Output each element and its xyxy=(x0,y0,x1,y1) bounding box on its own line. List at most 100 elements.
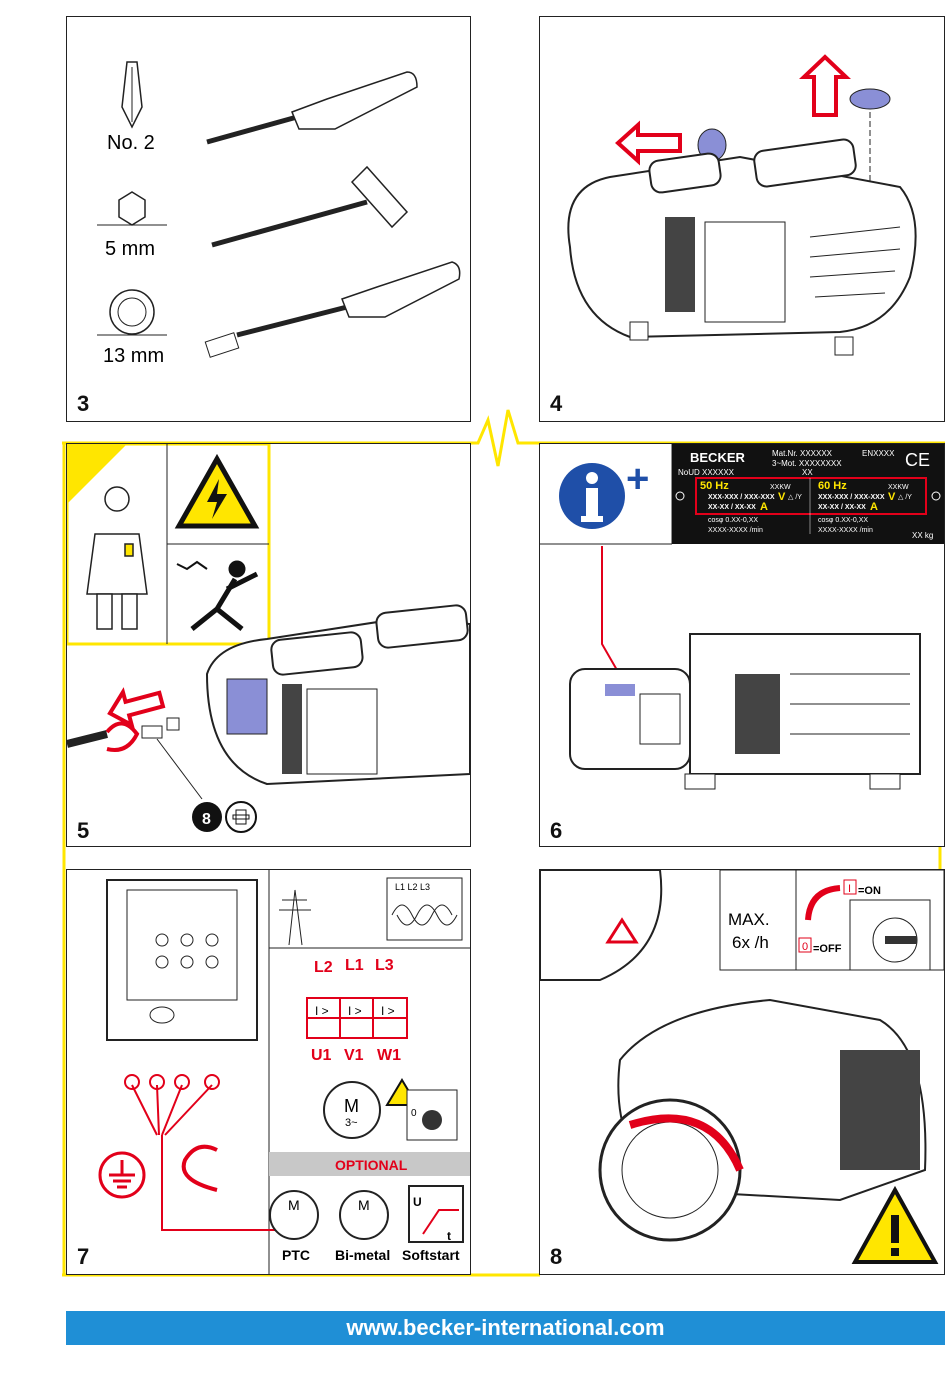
hex-size-icon xyxy=(192,802,222,832)
option-label: Softstart xyxy=(402,1247,460,1263)
warning-switch-icon: 0 xyxy=(385,1078,458,1141)
panel-number: 4 xyxy=(550,391,563,416)
panel-4-caps: 4 xyxy=(539,16,945,422)
softstart-u: U xyxy=(413,1195,422,1209)
bimetal-icon xyxy=(339,1190,389,1240)
kw50: XXKW xyxy=(770,484,791,491)
ptc-icon xyxy=(269,1190,319,1240)
warning-icon xyxy=(851,1185,939,1264)
wiring-illustration: L1 L2 L3 L2 L1 L3 I >I >I > U1 V1 W1 M 3… xyxy=(98,870,470,1274)
max-line1: MAX. xyxy=(728,910,770,929)
switch-arrow-icon xyxy=(805,885,841,921)
phase-label: L3 xyxy=(375,957,394,974)
info-plus-icon: + xyxy=(559,457,649,529)
ground-icon xyxy=(98,1151,146,1199)
mat-nr: Mat.Nr. XXXXXX xyxy=(772,449,833,458)
svg-text:I >: I > xyxy=(381,1004,395,1018)
xx-label: XX xyxy=(802,468,813,477)
high-voltage-warning-icon xyxy=(174,453,260,529)
hex-size-label: 8 xyxy=(202,811,211,828)
hz60: 60 Hz xyxy=(818,480,847,492)
brand-label: BECKER xyxy=(690,450,746,465)
kw60: XXKW xyxy=(888,484,909,491)
ce-mark: CE xyxy=(905,450,930,470)
rpm60: XXXX-XXXX /min xyxy=(818,527,873,534)
electrician-figure-icon xyxy=(86,486,148,630)
mains-label: L1 L2 L3 xyxy=(395,882,430,892)
motor-sub: 3~ xyxy=(345,1117,358,1129)
panel-6-nameplate: + BECKER Mat.Nr. XXXXXX ENXXXX CE 3~Mot.… xyxy=(539,443,945,847)
on-symbol: I xyxy=(848,883,851,895)
option-label: PTC xyxy=(282,1247,310,1263)
nut-driver xyxy=(204,261,461,358)
rotation-direction-arrow-icon xyxy=(628,1114,744,1172)
terminal-label: V1 xyxy=(344,1047,364,1064)
on-label: =ON xyxy=(858,885,881,897)
svg-text:I >: I > xyxy=(315,1004,329,1018)
safety-illustration: 8 xyxy=(65,442,471,833)
panel-3-tools: No. 2 5 mm 13 mm 3 xyxy=(66,16,471,422)
phillips-icon xyxy=(225,801,257,833)
softstart-t: t xyxy=(447,1229,451,1243)
rotate-tighten-icon xyxy=(181,1144,218,1192)
volt60: XXX-XXX / XXX-XXX xyxy=(818,494,885,501)
socket-icon xyxy=(97,289,167,336)
option-label: Bi-metal xyxy=(335,1247,390,1263)
cos50: cosφ 0.XX-0,XX xyxy=(708,517,758,524)
up-arrow-icon xyxy=(799,54,851,117)
softstart-icon xyxy=(408,1185,464,1243)
terminal-cover xyxy=(226,678,268,735)
phillips-tip-icon xyxy=(121,61,143,129)
off-symbol: 0 xyxy=(802,941,808,953)
phillips-screwdriver xyxy=(206,71,418,145)
svg-text:+: + xyxy=(626,457,649,501)
max-line2: 6x /h xyxy=(732,933,769,952)
off-label: =OFF xyxy=(813,943,842,955)
no-label: NoUD XXXXXX xyxy=(678,468,735,477)
left-arrow-icon xyxy=(107,687,166,729)
footer-url[interactable]: www.becker-international.com xyxy=(66,1311,945,1345)
a-unit-60: A xyxy=(870,501,878,513)
panel-number: 6 xyxy=(550,818,563,843)
phase-label: L1 xyxy=(345,957,364,974)
hex-icon xyxy=(97,191,167,226)
tools-illustration: No. 2 5 mm 13 mm xyxy=(97,61,461,367)
cap-icon xyxy=(849,88,891,110)
panel-number: 5 xyxy=(77,818,90,843)
hz50: 50 Hz xyxy=(700,480,729,492)
svg-text:I >: I > xyxy=(348,1004,362,1018)
delta-50: △ /Y xyxy=(788,494,802,501)
panel-number: 7 xyxy=(77,1244,90,1269)
panel-number: 8 xyxy=(550,1244,563,1269)
tool-label-3: 13 mm xyxy=(103,345,164,367)
nameplate xyxy=(672,444,944,544)
volt50: XXX-XXX / XXX-XXX xyxy=(708,494,775,501)
rotate-arrow-icon xyxy=(105,721,140,752)
v-unit-60: V xyxy=(888,491,896,503)
panel-number: 3 xyxy=(77,391,90,416)
panel-7-wiring: L1 L2 L3 L2 L1 L3 I >I >I > U1 V1 W1 M 3… xyxy=(66,869,471,1275)
power-pylon-icon xyxy=(279,889,311,946)
main-switch-icon xyxy=(849,899,931,971)
tool-label-2: 5 mm xyxy=(105,238,155,260)
pump-remove-caps-illustration xyxy=(567,54,917,356)
terminal-label: U1 xyxy=(311,1047,332,1064)
nameplate-location xyxy=(605,684,635,696)
a-unit-50: A xyxy=(760,501,768,513)
optional-label: OPTIONAL xyxy=(335,1157,408,1173)
motor-icon xyxy=(323,1081,381,1139)
cos60: cosφ 0.XX-0,XX xyxy=(818,517,868,524)
panel-8-rotation: MAX. 6x /h I =ON 0 =OFF 8 xyxy=(539,869,945,1275)
nameplate-illustration: + BECKER Mat.Nr. XXXXXX ENXXXX CE 3~Mot.… xyxy=(540,444,944,790)
electric-shock-icon xyxy=(176,560,259,631)
t-handle-key xyxy=(211,165,409,248)
mot-label: 3~Mot. XXXXXXXX xyxy=(772,459,842,468)
left-arrow-icon xyxy=(615,120,682,166)
amp50: XX-XX / XX-XX xyxy=(708,504,756,511)
panel-5-safety: 8 5 xyxy=(65,442,471,847)
rpm50: XXXX-XXXX /min xyxy=(708,527,763,534)
en-label: ENXXXX xyxy=(862,449,895,458)
switch-zero: 0 xyxy=(411,1108,417,1119)
motor-label: M xyxy=(344,1096,359,1116)
v-unit-50: V xyxy=(778,491,786,503)
